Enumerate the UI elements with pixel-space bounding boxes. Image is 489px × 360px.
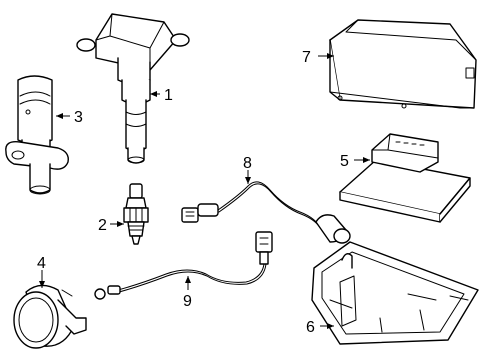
- callout-leader-8: [245, 170, 251, 184]
- knock-sensor-harness: [181, 181, 351, 244]
- callout-leader-5: [354, 157, 370, 163]
- sensor-wiring-harness: [94, 231, 273, 300]
- oxygen-sensor: [123, 183, 149, 245]
- callout-1: 1: [164, 87, 173, 104]
- callout-9: 9: [183, 293, 192, 310]
- mass-air-flow-sensor: [13, 284, 87, 349]
- camshaft-sensor: [5, 75, 69, 195]
- ignition-coil: [76, 13, 190, 164]
- callout-leader-6: [320, 323, 334, 329]
- callout-leader-3: [56, 113, 70, 119]
- callout-leader-7: [318, 53, 334, 59]
- callout-8: 8: [243, 155, 252, 172]
- callout-2: 2: [98, 217, 107, 234]
- ecm-mounting-tray: [311, 241, 479, 345]
- callout-3: 3: [74, 109, 83, 126]
- ecm-cover: [329, 19, 477, 109]
- callout-4: 4: [37, 255, 46, 272]
- callout-5: 5: [340, 153, 349, 170]
- callout-7: 7: [302, 49, 311, 66]
- callout-leader-4: [39, 270, 45, 288]
- callout-6: 6: [306, 319, 315, 336]
- callout-leader-9: [185, 276, 191, 290]
- engine-control-module: [339, 133, 471, 223]
- callout-leader-2: [110, 221, 124, 227]
- callout-leader-1: [150, 91, 160, 97]
